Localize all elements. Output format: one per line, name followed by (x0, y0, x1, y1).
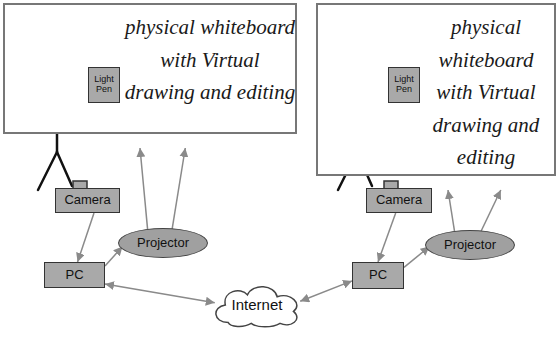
node-label: Light Pen (389, 75, 419, 95)
arrow-connector (78, 213, 94, 262)
arrow-connector (481, 190, 501, 232)
light-pen: Light Pen (388, 67, 420, 103)
board-handwriting: physical whiteboard with Virtual drawing… (420, 11, 552, 174)
whiteboard: physical whiteboard with Virtual drawing… (316, 3, 556, 176)
camera-box: Camera (55, 188, 120, 213)
pc-box: PC (44, 262, 105, 288)
node-label: Projector (137, 236, 189, 250)
node-label: Internet (232, 297, 283, 314)
node-label: PC (369, 268, 387, 282)
cloud-shape (216, 287, 297, 327)
projector-ellipse: Projector (425, 230, 515, 260)
node-label: Camera (376, 193, 422, 207)
arrow-connector (172, 148, 185, 230)
arrow-connector (105, 284, 215, 303)
arrow-connector (105, 247, 123, 266)
arrow-connector (140, 148, 148, 230)
camera-box: Camera (366, 188, 432, 213)
board-handwriting: physical whiteboard with Virtual drawing… (124, 11, 296, 109)
arrow-connector (448, 190, 455, 232)
arrow-connector (300, 281, 352, 301)
whiteboard: physical whiteboard with Virtual drawing… (3, 3, 297, 134)
node-label: Projector (444, 238, 496, 252)
pc-box: PC (352, 262, 404, 289)
arrow-connector (378, 213, 396, 262)
arrow-connector (404, 247, 430, 268)
light-pen: Light Pen (88, 67, 120, 103)
node-label: Light Pen (89, 75, 119, 95)
projector-ellipse: Projector (118, 228, 208, 258)
internet-cloud: Internet (209, 282, 305, 328)
node-label: Camera (64, 193, 110, 207)
node-label: PC (65, 268, 83, 282)
